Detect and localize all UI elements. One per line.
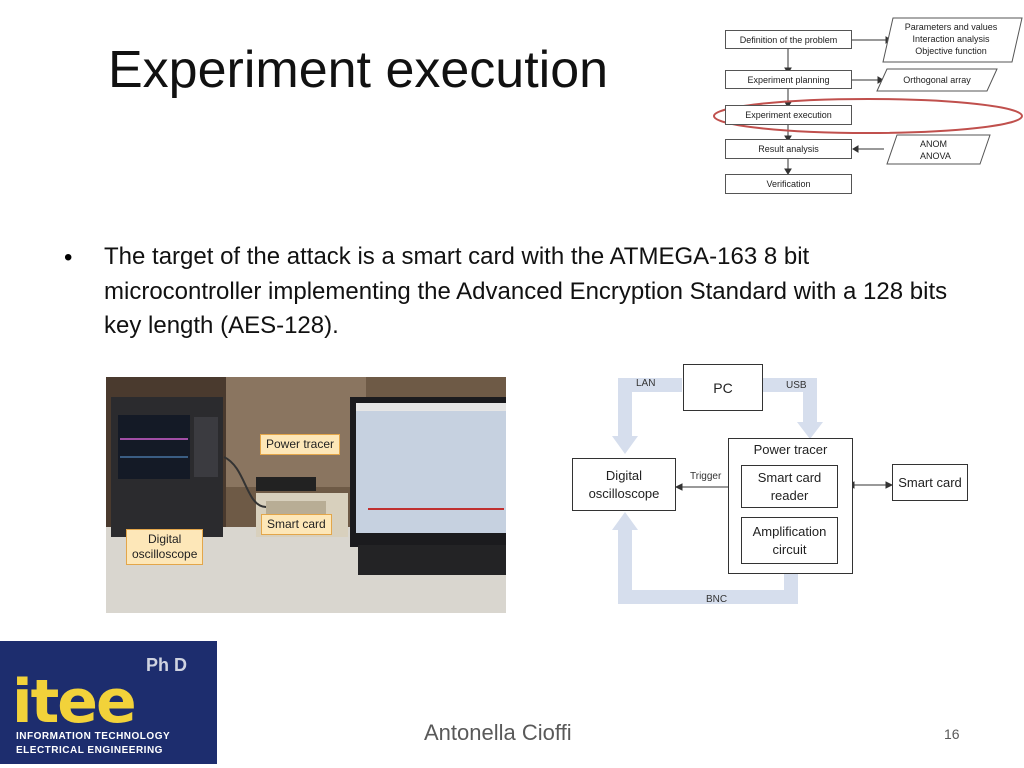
lab-photo-illustration [106, 377, 506, 613]
highlight-ellipse [713, 98, 1023, 134]
flow-step-verification: Verification [725, 174, 852, 194]
flow-step-result-analysis: Result analysis [725, 139, 852, 159]
callout-smart-card: Smart card [261, 514, 332, 535]
flow-step-definition: Definition of the problem [725, 30, 852, 49]
callout-power-tracer: Power tracer [260, 434, 341, 455]
logo-main-text: itee [12, 667, 137, 737]
itee-phd-logo: Ph D itee INFORMATION TECHNOLOGY ELECTRI… [0, 641, 217, 764]
block-pc: PC [683, 364, 763, 411]
label-usb: USB [786, 380, 807, 391]
block-smart-card: Smart card [892, 464, 968, 501]
label-trigger: Trigger [690, 471, 722, 482]
logo-line-2: ELECTRICAL ENGINEERING [16, 745, 163, 756]
lab-setup-photo: Power tracer Smart card Digital oscillos… [106, 377, 506, 613]
bullet-text: The target of the attack is a smart card… [104, 243, 948, 339]
flow-input-orthogonal: Orthogonal array [903, 75, 971, 85]
block-diagram-arrows [612, 378, 894, 604]
logo-line-1: INFORMATION TECHNOLOGY [16, 731, 171, 742]
flow-input-anom-anova: ANOM ANOVA [920, 139, 951, 161]
footer-author: Antonella Cioffi [424, 720, 572, 745]
callout-digital-oscilloscope: Digital oscilloscope [126, 529, 204, 565]
flow-connectors [713, 17, 1023, 175]
slide-number: 16 [944, 726, 960, 742]
label-lan: LAN [636, 378, 656, 389]
label-bnc: BNC [706, 594, 728, 605]
bullet-marker: • [64, 244, 73, 271]
flow-step-planning: Experiment planning [725, 70, 852, 89]
flow-input-parameters: Parameters and values Interaction analys… [904, 22, 998, 56]
logo-phd-text: Ph D [146, 655, 188, 675]
slide-title: Experiment execution [108, 41, 609, 99]
flow-step-execution: Experiment execution [725, 105, 852, 125]
